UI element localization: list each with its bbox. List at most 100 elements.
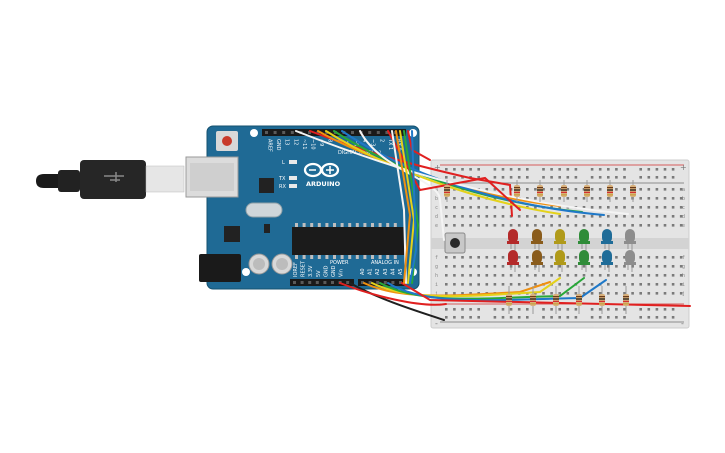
header-pin[interactable] [361, 281, 364, 284]
analog-pin-label: A2 [375, 268, 381, 275]
microcontroller-chip [292, 227, 404, 255]
header-pin[interactable] [315, 281, 319, 284]
arduino-logo: ARDUINO [303, 162, 341, 188]
led-group [507, 229, 636, 272]
jumper-wire [409, 130, 418, 284]
led-label-rx: RX [279, 184, 286, 190]
rail-plus-top: + [434, 163, 441, 172]
led-label-l: L [282, 160, 285, 166]
led [578, 229, 590, 251]
jumper-wire [395, 130, 412, 284]
rail-minus-bottom-right: - [681, 319, 684, 328]
analog-pin-label: A3 [383, 268, 389, 275]
led [531, 250, 543, 272]
power-pin-label: RESET [301, 260, 307, 277]
row-label: b [682, 196, 685, 202]
power-pin-label: GND [331, 265, 337, 277]
led [578, 250, 590, 272]
rail-plus-top-right: + [680, 163, 687, 172]
pin-label: 13 [284, 139, 290, 145]
pin-label: 2 [378, 139, 384, 142]
header-pin[interactable] [376, 281, 380, 284]
pin-label: ~5 [353, 139, 359, 146]
led [507, 229, 519, 251]
led-label-tx: TX [278, 176, 286, 182]
digital-label: DIGITAL (PWM ~) [338, 150, 381, 156]
row-label: b [435, 196, 438, 202]
analog-pin-label: A0 [360, 268, 366, 275]
analog-pin-label: A1 [368, 268, 374, 275]
header-pin[interactable] [265, 131, 268, 134]
pin-label: TX 1 [387, 138, 393, 150]
header-pin[interactable] [368, 281, 372, 284]
jumper-wire [379, 277, 585, 300]
header-pin[interactable] [383, 281, 387, 284]
pin-label: 8 [327, 139, 333, 142]
header-pin[interactable] [323, 281, 327, 284]
header-pin[interactable] [385, 131, 389, 134]
power-pin-label: IOREF [293, 262, 299, 277]
row-label: c [435, 205, 438, 211]
header-pin[interactable] [351, 131, 354, 134]
pin-label: GND [275, 139, 281, 151]
jumper-wire [371, 277, 561, 298]
row-label: h [435, 273, 438, 279]
header-pin[interactable] [331, 281, 334, 284]
usb-cable [36, 160, 185, 199]
header-pin[interactable] [290, 131, 294, 134]
header-pin[interactable] [368, 131, 372, 134]
pin-label: ~11 [301, 139, 307, 150]
jumper-wire [295, 130, 629, 215]
header-pin[interactable] [346, 281, 350, 284]
pin-label: 12 [292, 139, 298, 145]
led [601, 229, 613, 251]
jumper-wire [325, 130, 561, 215]
analog-header [358, 279, 406, 286]
row-label: c [682, 205, 685, 211]
power-jack [199, 254, 241, 282]
led [531, 229, 543, 251]
row-label: d [682, 214, 685, 220]
push-button[interactable] [444, 232, 466, 254]
analog-pin-label: A4 [390, 268, 396, 275]
header-pin[interactable] [391, 281, 395, 284]
header-pin[interactable] [293, 281, 296, 284]
power-label: POWER [330, 260, 349, 266]
row-label: i [682, 282, 685, 288]
logo-text: ARDUINO [306, 180, 341, 188]
row-label: f [435, 255, 438, 261]
pin-label: 4 [361, 139, 367, 142]
header-pin[interactable] [300, 281, 304, 284]
row-label: h [682, 273, 685, 279]
header-pin[interactable] [308, 131, 311, 134]
led [507, 250, 519, 272]
analog-label: ANALOG IN [371, 260, 399, 266]
led [624, 229, 636, 251]
led [601, 250, 613, 272]
header-pin[interactable] [376, 131, 380, 134]
led [624, 250, 636, 272]
row-label: f [682, 255, 685, 261]
row-label: e [435, 223, 438, 229]
led [554, 250, 566, 272]
analog-pin-label: A5 [398, 268, 404, 275]
rail-minus-bottom: - [435, 319, 438, 328]
header-pin[interactable] [282, 131, 286, 134]
row-label: a [435, 187, 438, 193]
jumper-wire [339, 282, 447, 306]
row-label: j [682, 291, 685, 297]
jumper-wire [349, 282, 445, 321]
row-label: g [435, 264, 438, 270]
row-label: e [682, 223, 685, 229]
header-pin[interactable] [399, 281, 402, 284]
row-label: a [682, 187, 685, 193]
row-label: i [435, 282, 438, 288]
wire-bundle [295, 130, 691, 321]
led [554, 229, 566, 251]
power-pin-label: Vin [339, 269, 345, 277]
pin-label: ~9 [318, 139, 324, 146]
header-pin[interactable] [308, 281, 312, 284]
header-pin[interactable] [273, 131, 277, 134]
header-pin[interactable] [316, 131, 320, 134]
